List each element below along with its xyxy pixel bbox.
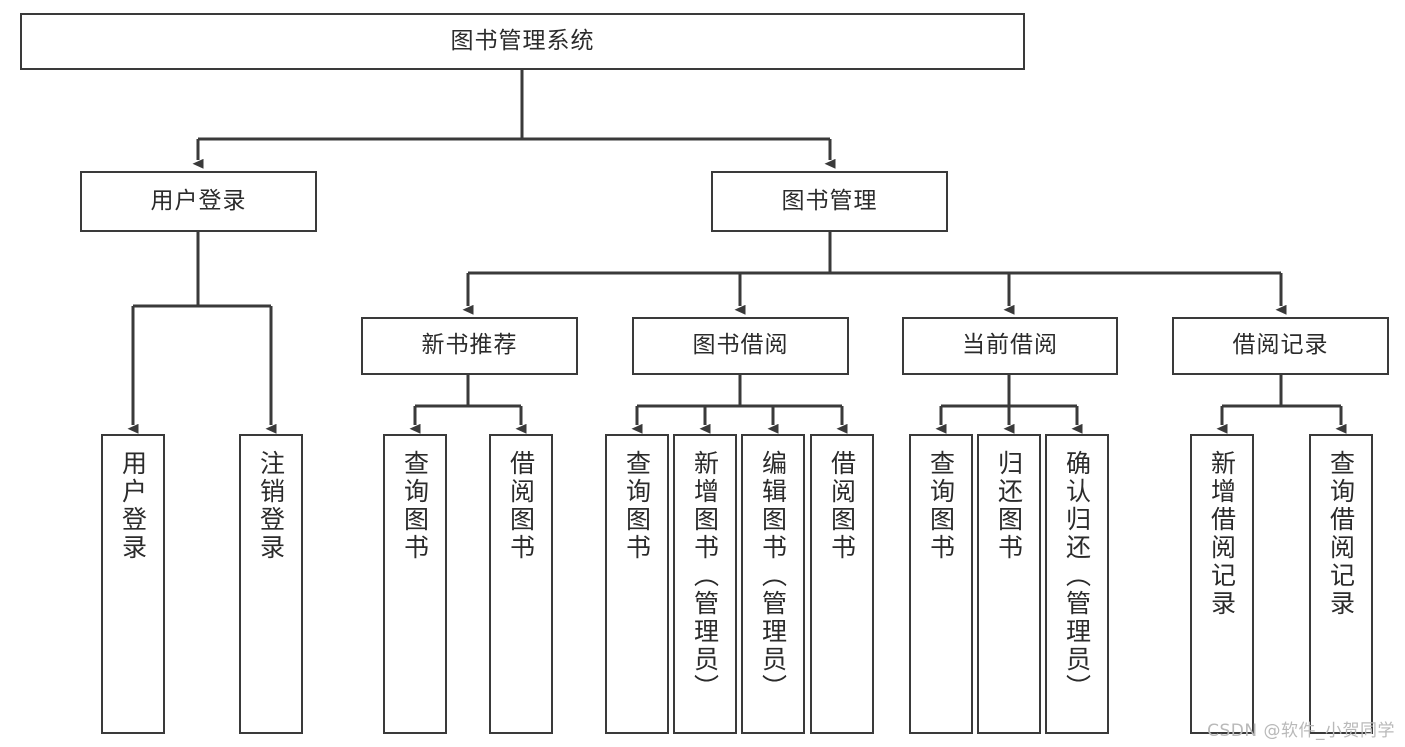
node-book-management[interactable]: 图书管理 <box>711 171 948 232</box>
node-label: 图书借阅 <box>692 332 789 359</box>
node-label: 归还图书 <box>994 450 1024 562</box>
leaf-query-book-current[interactable]: 查询图书 <box>909 434 973 734</box>
node-new-book-recommend[interactable]: 新书推荐 <box>361 317 578 375</box>
node-label: 用户登录 <box>118 450 148 562</box>
node-user-login[interactable]: 用户登录 <box>80 171 317 232</box>
node-label: 查询图书 <box>622 450 652 562</box>
csdn-watermark: CSDN @软件_小贺同学 <box>1207 721 1395 741</box>
leaf-borrow-book-new-recommend[interactable]: 借阅图书 <box>489 434 553 734</box>
leaf-query-book-borrow[interactable]: 查询图书 <box>605 434 669 734</box>
node-label: 借阅图书 <box>506 450 536 562</box>
node-book-borrow[interactable]: 图书借阅 <box>632 317 849 375</box>
node-label: 新书推荐 <box>421 332 518 359</box>
node-label: 新增借阅记录 <box>1207 450 1237 618</box>
leaf-confirm-return-admin[interactable]: 确认归还（管理员） <box>1045 434 1109 734</box>
leaf-query-book-new-recommend[interactable]: 查询图书 <box>383 434 447 734</box>
node-label: 当前借阅 <box>962 332 1058 359</box>
node-label: 编辑图书（管理员） <box>758 450 788 702</box>
leaf-return-book[interactable]: 归还图书 <box>977 434 1041 734</box>
node-label: 图书管理 <box>781 187 878 214</box>
leaf-user-logout[interactable]: 注销登录 <box>239 434 303 734</box>
leaf-add-book-admin[interactable]: 新增图书（管理员） <box>673 434 737 734</box>
node-label: 借阅记录 <box>1232 332 1329 359</box>
node-label: 查询图书 <box>400 450 430 562</box>
leaf-borrow-book[interactable]: 借阅图书 <box>810 434 874 734</box>
node-label: 用户登录 <box>150 187 247 214</box>
node-current-borrow[interactable]: 当前借阅 <box>902 317 1118 375</box>
node-label: 查询图书 <box>926 450 956 562</box>
node-label: 新增图书（管理员） <box>690 450 720 702</box>
node-label: 查询借阅记录 <box>1326 450 1356 618</box>
node-label: 注销登录 <box>256 450 286 562</box>
node-borrow-record[interactable]: 借阅记录 <box>1172 317 1389 375</box>
node-label: 借阅图书 <box>827 450 857 562</box>
node-root-book-management-system[interactable]: 图书管理系统 <box>20 13 1025 70</box>
leaf-user-login[interactable]: 用户登录 <box>101 434 165 734</box>
leaf-query-borrow-record[interactable]: 查询借阅记录 <box>1309 434 1373 734</box>
leaf-edit-book-admin[interactable]: 编辑图书（管理员） <box>741 434 805 734</box>
node-label: 图书管理系统 <box>450 27 595 54</box>
leaf-add-borrow-record[interactable]: 新增借阅记录 <box>1190 434 1254 734</box>
node-label: 确认归还（管理员） <box>1062 450 1092 702</box>
